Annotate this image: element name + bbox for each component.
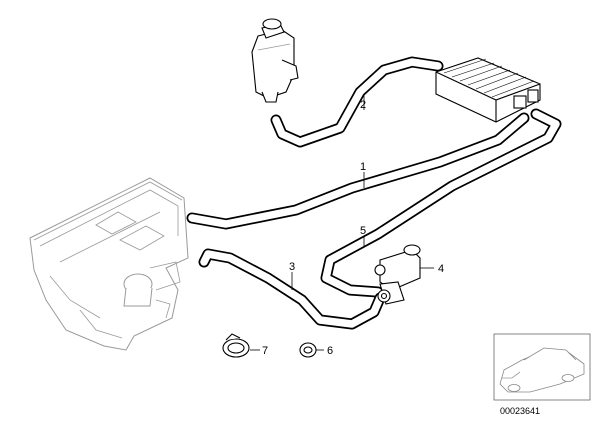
expansion-tank [251,18,299,103]
callout-3: 3 [289,261,295,273]
engine-block [29,177,189,351]
hose-clamp-7 [222,333,250,358]
callout-6: 6 [327,345,333,357]
callout-4: 4 [438,263,444,275]
callout-7: 7 [262,345,268,357]
water-valve [374,244,421,305]
callout-1: 1 [360,161,366,173]
diagram-code: 00023641 [500,406,540,416]
vehicle-inset [493,333,591,401]
callout-2: 2 [360,99,366,111]
hose-clamp-6 [299,342,317,358]
callout-5: 5 [360,225,366,237]
heater-core [435,57,541,123]
